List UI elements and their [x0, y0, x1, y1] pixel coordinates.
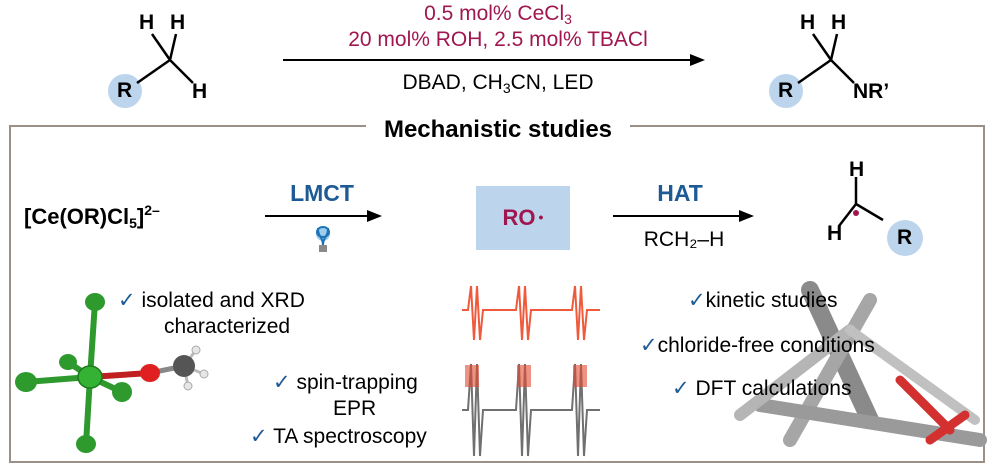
radical-h2: H: [827, 222, 843, 245]
reactant-bond-r-c: [136, 58, 171, 85]
xrd-crystal-structure: [15, 293, 209, 453]
product-nr-group: NR’: [853, 80, 890, 103]
epr-trace-red: [462, 285, 600, 341]
reactant-h1: H: [139, 11, 155, 34]
check-icon: ✓: [273, 371, 291, 394]
alkoxy-radical-box: [476, 186, 570, 250]
check-icon: ✓: [672, 377, 690, 400]
reaction-scheme-svg: [108, 33, 855, 108]
dft-structure: [734, 281, 987, 447]
check-icon: ✓: [250, 425, 268, 448]
alkoxy-radical-label: RO•: [502, 205, 544, 230]
epr-spectrum: [462, 285, 600, 457]
reactant-r: R: [117, 79, 133, 102]
bullet-spin-trapping: ✓ spin-trapping: [273, 371, 418, 394]
lmct-arrowhead: [367, 210, 382, 222]
lmct-label: LMCT: [290, 180, 354, 206]
reaction-arrowhead: [690, 54, 705, 66]
radical-bond-c-h2: [838, 203, 857, 227]
reactant-r-circle: [108, 74, 142, 108]
check-icon: ✓: [688, 289, 706, 312]
reagent-line-1: 0.5 mol% CeCl3: [424, 2, 572, 27]
reactant-bond-c-h3: [169, 59, 194, 84]
product-bond-c-h2: [829, 33, 839, 61]
hat-label: HAT: [657, 180, 703, 206]
radical-bond-c-r: [855, 202, 884, 222]
check-icon: ✓: [118, 289, 136, 312]
reactant-bond-c-h2: [168, 33, 178, 61]
reactant-h3: H: [192, 80, 208, 103]
bullet-epr: EPR: [333, 397, 377, 420]
conditions-line: DBAD, CH3CN, LED: [402, 71, 594, 96]
bullet-isolated-xrd: ✓ isolated and XRD: [118, 289, 305, 312]
radical-dot: [853, 210, 859, 216]
product-r-circle: [769, 74, 803, 108]
bullet-chloride-free: ✓chloride-free conditions: [640, 334, 875, 357]
bullet-kinetic-studies: ✓kinetic studies: [688, 289, 838, 312]
product-h2: H: [831, 11, 847, 34]
product-bond-c-h1: [811, 33, 833, 61]
product-bond-c-n: [830, 59, 855, 84]
reactant-bond-c-h1: [150, 33, 172, 61]
radical-h1: H: [849, 158, 865, 181]
bullet-ta-spectroscopy: ✓ TA spectroscopy: [250, 425, 427, 448]
hat-substrate-label: RCH₂–H: [643, 228, 725, 251]
product-h1: H: [800, 11, 816, 34]
light-bulb-icon: [316, 226, 330, 252]
product-r: R: [778, 79, 794, 102]
reagent-line-2: 20 mol% ROH, 2.5 mol% TBACl: [348, 28, 648, 51]
panel-title: Mechanistic studies: [0, 116, 996, 144]
product-bond-r-c: [797, 58, 832, 85]
radical-r-circle: [887, 220, 923, 256]
hat-arrowhead: [739, 210, 754, 222]
bullet-dft: ✓ DFT calculations: [672, 377, 852, 400]
bullet-characterized: characterized: [164, 315, 291, 338]
radical-r: R: [897, 226, 913, 249]
reactant-h2: H: [170, 11, 186, 34]
check-icon: ✓: [640, 334, 658, 357]
ce-complex-formula: [Ce(OR)Cl5]2–: [24, 202, 160, 231]
